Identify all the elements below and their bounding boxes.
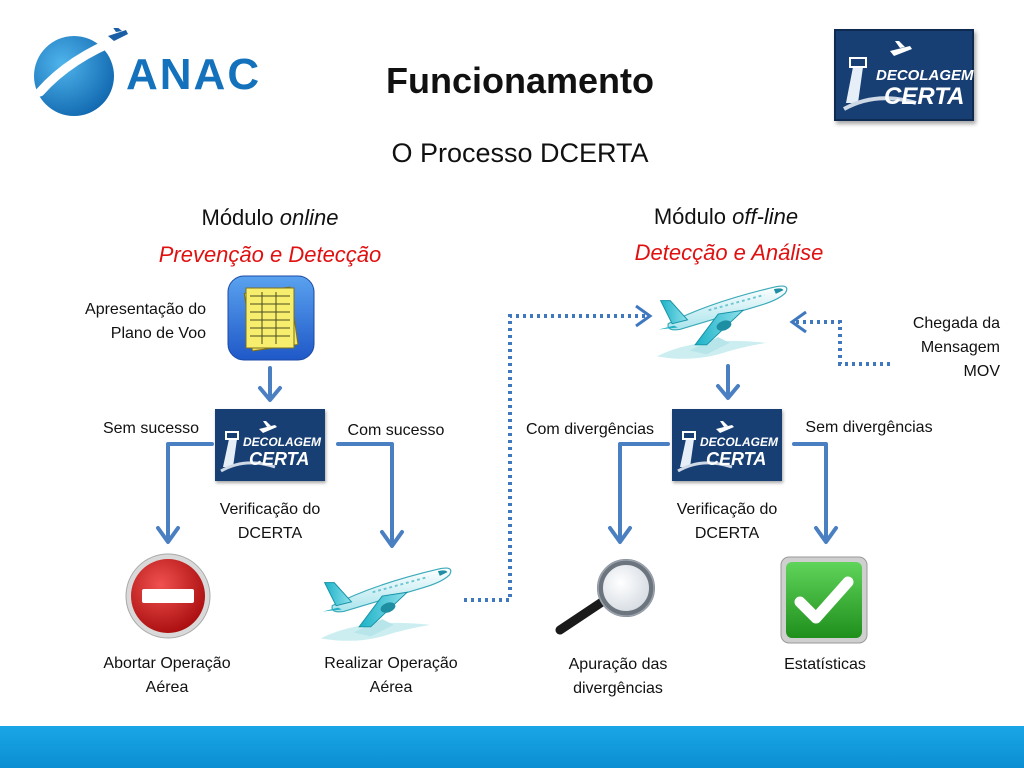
airplane-icon-departure <box>314 550 460 646</box>
flight-plan-label-line2: Plano de Voo <box>110 325 206 342</box>
arrow-check-to-perform <box>336 442 404 548</box>
online-module-heading: Módulo online <box>120 205 420 231</box>
footer-band <box>0 726 1024 768</box>
airplane-icon-arrival <box>650 268 796 364</box>
online-check-badge: DECOLAGEM CERTA <box>215 409 325 481</box>
anac-logo: ANAC <box>30 26 280 120</box>
investigation-label-line2: divergências <box>573 680 663 697</box>
online-heading-emphasis: online <box>279 205 339 230</box>
offline-badge-line1: DECOLAGEM <box>700 435 778 449</box>
flight-plan-label-line1: Apresentação do <box>85 301 206 318</box>
flight-plan-label: Apresentação do Plano de Voo <box>40 298 206 346</box>
abort-label-line1: Abortar Operação <box>103 655 231 672</box>
perform-label-line1: Realizar Operação <box>324 655 458 672</box>
offline-check-label: Verificação do DCERTA <box>652 498 802 546</box>
arrival-label-line2: Mensagem <box>920 339 1000 356</box>
online-badge-line1: DECOLAGEM <box>243 435 321 449</box>
no-divergence-label: Sem divergências <box>805 419 933 436</box>
offline-badge-line2: CERTA <box>706 449 767 469</box>
offline-check-label-line1: Verificação do <box>676 501 778 518</box>
arrow-arrival-to-check <box>716 364 740 400</box>
online-fail-label: Sem sucesso <box>102 420 200 437</box>
offline-heading-emphasis: off-line <box>732 204 799 229</box>
perform-operation-label: Realizar Operação Aérea <box>306 652 476 700</box>
online-check-label: Verificação do DCERTA <box>195 498 345 546</box>
statistics-label: Estatísticas <box>784 656 866 673</box>
anac-logo-text: ANAC <box>126 50 262 99</box>
checkmark-icon <box>780 556 868 644</box>
investigation-label: Apuração das divergências <box>540 653 696 701</box>
page-title: Funcionamento <box>386 60 654 101</box>
divergence-label: Com divergências <box>525 421 655 438</box>
online-check-label-line1: Verificação do <box>219 501 321 518</box>
online-badge-line2: CERTA <box>249 449 310 469</box>
investigation-label-line1: Apuração das <box>568 656 668 673</box>
logo-text-certa: CERTA <box>884 83 965 110</box>
perform-label-line2: Aérea <box>369 679 413 696</box>
anac-globe-icon <box>34 26 128 116</box>
no-entry-icon <box>124 552 212 640</box>
control-tower-icon <box>843 41 917 111</box>
online-heading-prefix: Módulo <box>201 205 280 230</box>
offline-check-badge: DECOLAGEM CERTA <box>672 409 782 481</box>
online-module-subheading: Prevenção e Detecção <box>158 242 382 267</box>
offline-module-subheading: Detecção e Análise <box>634 240 824 265</box>
arrival-label-line1: Chegada da <box>912 315 1000 332</box>
online-success-label: Com sucesso <box>347 422 445 439</box>
offline-check-label-line2: DCERTA <box>694 525 760 542</box>
dotted-arrow-mov <box>796 320 890 366</box>
offline-module-heading: Módulo off-line <box>576 204 876 230</box>
online-check-label-line2: DCERTA <box>237 525 303 542</box>
abort-operation-label: Abortar Operação Aérea <box>82 652 252 700</box>
flight-plan-icon <box>226 274 316 362</box>
offline-heading-prefix: Módulo <box>653 204 733 229</box>
arrival-message-label: Chegada da Mensagem MOV <box>880 312 1000 384</box>
decolagem-certa-logo: DECOLAGEM CERTA <box>834 29 974 121</box>
logo-text-decolagem: DECOLAGEM <box>876 67 974 84</box>
page-subtitle: O Processo DCERTA <box>391 138 649 168</box>
arrival-label-line3: MOV <box>963 363 1000 380</box>
arrow-plan-to-check <box>258 366 282 402</box>
abort-label-line2: Aérea <box>145 679 189 696</box>
magnifier-icon <box>552 558 664 638</box>
